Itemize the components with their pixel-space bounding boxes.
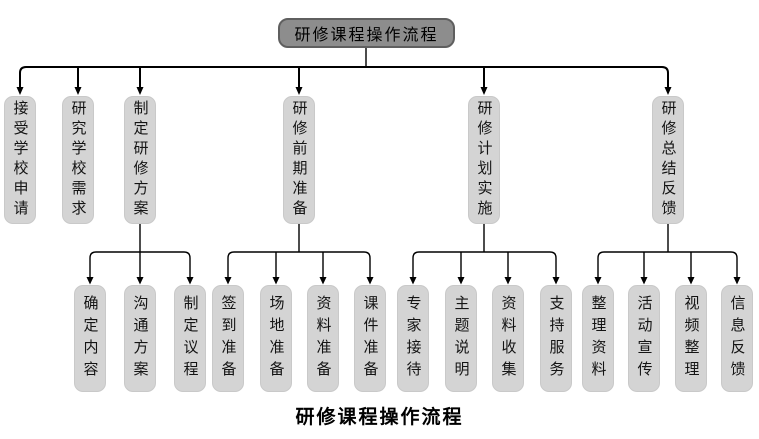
root-node-training-course-process: 研修课程操作流程 [278,18,455,48]
task-node-signin-preparation: 签到准备 [212,285,244,392]
task-node-material-collection: 资料收集 [492,285,524,392]
task-node-organize-materials: 整理资料 [582,285,614,392]
stage-node-accept-school-application: 接受学校申请 [4,96,36,224]
stage-node-summary-feedback: 研修总结反馈 [652,96,684,224]
task-node-materials-preparation: 资料准备 [307,285,339,392]
stage-node-plan-implementation: 研修计划实施 [468,96,500,224]
stage-node-research-school-needs: 研究学校需求 [62,96,94,224]
task-node-venue-preparation: 场地准备 [260,285,292,392]
task-node-confirm-content: 确定内容 [74,285,106,392]
task-node-support-services: 支持服务 [540,285,572,392]
task-node-set-agenda: 制定议程 [174,285,206,392]
task-node-communication-plan: 沟通方案 [124,285,156,392]
task-node-video-organizing: 视频整理 [675,285,707,392]
task-node-courseware-preparation: 课件准备 [354,285,386,392]
task-node-expert-reception: 专家接待 [397,285,429,392]
stage-node-develop-training-plan: 制定研修方案 [124,96,156,224]
stage-node-pre-training-preparation: 研修前期准备 [283,96,315,224]
task-node-activity-publicity: 活动宣传 [628,285,660,392]
diagram-caption: 研修课程操作流程 [295,406,464,428]
task-node-information-feedback: 信息反馈 [721,285,753,392]
task-node-topic-explanation: 主题说明 [445,285,477,392]
